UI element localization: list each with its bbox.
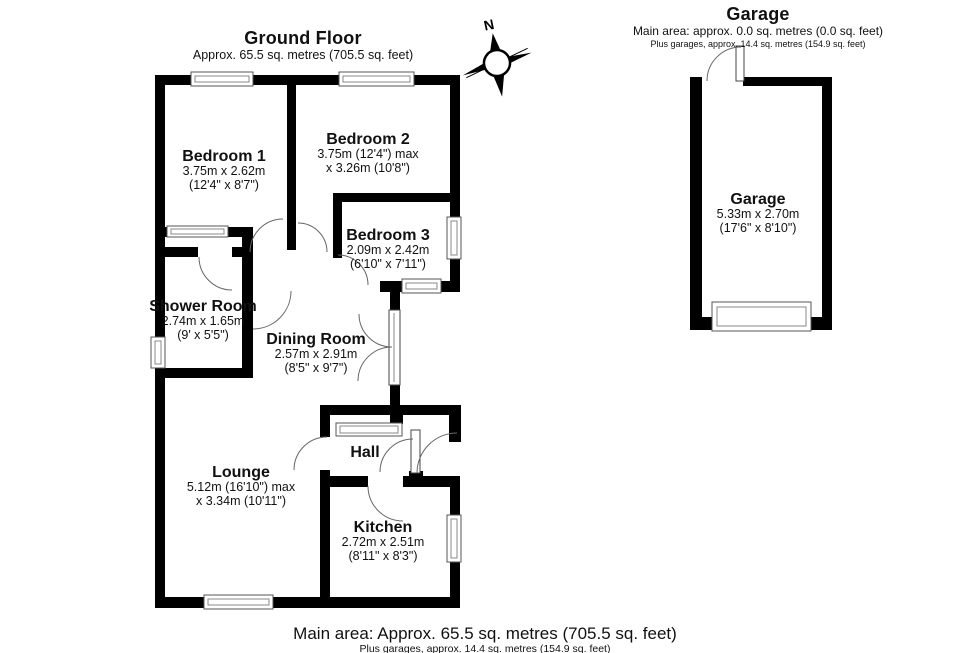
door-lounge bbox=[293, 436, 328, 471]
room-label-dining-room: Dining Room 2.57m x 2.91m (8'5" x 9'7") bbox=[266, 331, 366, 375]
footer-area-summary: Main area: Approx. 65.5 sq. metres (705.… bbox=[235, 624, 735, 653]
window-shower-left bbox=[150, 336, 166, 369]
room-label-lounge: Lounge 5.12m (16'10") max x 3.34m (10'11… bbox=[186, 464, 296, 508]
room-label-bedroom-3: Bedroom 3 2.09m x 2.42m (6'10" x 7'11") bbox=[346, 227, 430, 271]
room-label-bedroom-1: Bedroom 1 3.75m x 2.62m (12'4" x 8'7") bbox=[182, 148, 266, 192]
window-bedroom3-bottom bbox=[401, 278, 442, 294]
page-subtitle: Approx. 65.5 sq. metres (705.5 sq. feet) bbox=[192, 48, 414, 62]
door-bedroom1 bbox=[249, 218, 284, 253]
compass-north-label: N bbox=[482, 16, 495, 34]
room-label-kitchen: Kitchen 2.72m x 2.51m (8'11" x 8'3") bbox=[341, 519, 425, 563]
garage-door-panel bbox=[711, 301, 812, 332]
patio-doors-dining bbox=[357, 309, 401, 386]
doors bbox=[198, 45, 745, 522]
door-kitchen bbox=[367, 485, 404, 522]
window-lounge-bottom bbox=[203, 594, 274, 610]
windows bbox=[150, 71, 812, 610]
front-door bbox=[379, 429, 458, 474]
garage-header: Garage Main area: approx. 0.0 sq. metres… bbox=[608, 4, 908, 50]
room-label-shower-room: Shower Room 2.74m x 1.65m (9' x 5'5") bbox=[149, 298, 257, 342]
hall-cupboard bbox=[335, 422, 403, 437]
garage-note: Plus garages, approx. 14.4 sq. metres (1… bbox=[650, 39, 866, 49]
bedroom1-cupboard bbox=[166, 225, 229, 238]
garage-side-door bbox=[706, 45, 745, 82]
door-bedroom3 bbox=[337, 254, 369, 286]
compass-rose: N bbox=[462, 16, 532, 97]
garage-title: Garage bbox=[726, 4, 790, 24]
window-kitchen-right bbox=[446, 514, 462, 563]
room-label-bedroom-2: Bedroom 2 3.75m (12'4") max x 3.26m (10'… bbox=[317, 131, 419, 175]
door-dining-room bbox=[252, 290, 292, 330]
page-title: Ground Floor bbox=[244, 28, 362, 48]
footer-garage-area: Plus garages, approx. 14.4 sq. metres (1… bbox=[359, 643, 611, 653]
room-label-garage: Garage 5.33m x 2.70m (17'6" x 8'10") bbox=[716, 191, 800, 235]
window-bedroom1-top bbox=[190, 71, 254, 87]
window-bedroom2-top bbox=[338, 71, 415, 87]
door-shower-room bbox=[198, 256, 233, 291]
ground-floor-header: Ground Floor Approx. 65.5 sq. metres (70… bbox=[153, 28, 453, 63]
footer-main-area: Main area: Approx. 65.5 sq. metres (705.… bbox=[293, 624, 677, 643]
window-bedroom3-right bbox=[446, 216, 462, 260]
garage-subtitle: Main area: approx. 0.0 sq. metres (0.0 s… bbox=[632, 24, 884, 38]
room-label-hall: Hall bbox=[350, 444, 380, 461]
door-bedroom2 bbox=[297, 222, 328, 253]
